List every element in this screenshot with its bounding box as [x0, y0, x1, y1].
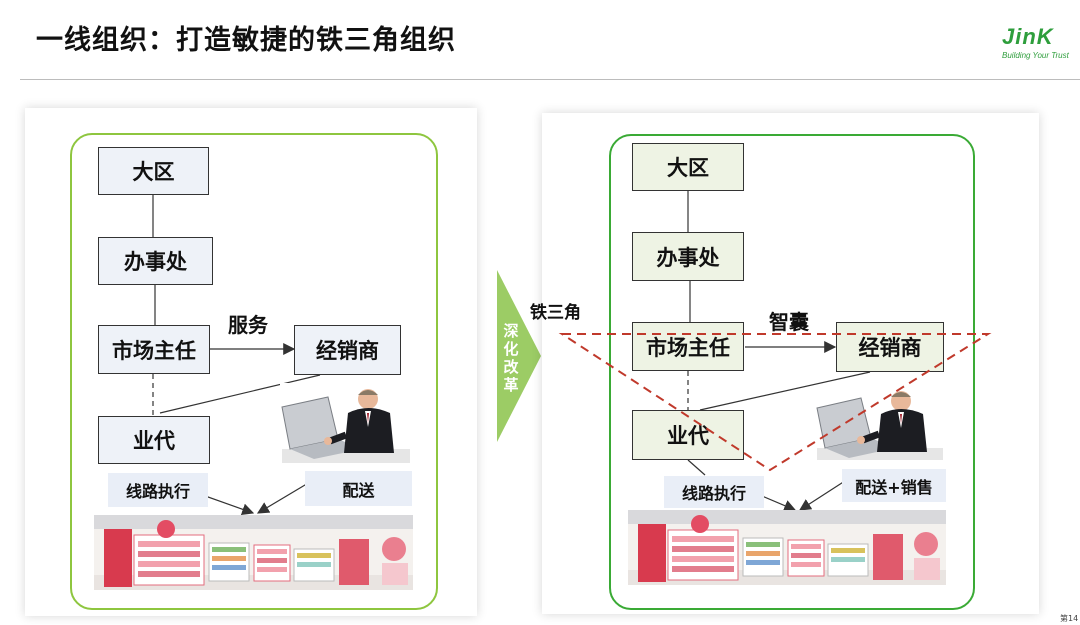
page-number: 第14	[1060, 613, 1078, 624]
iron-triangle-shape	[562, 334, 988, 470]
